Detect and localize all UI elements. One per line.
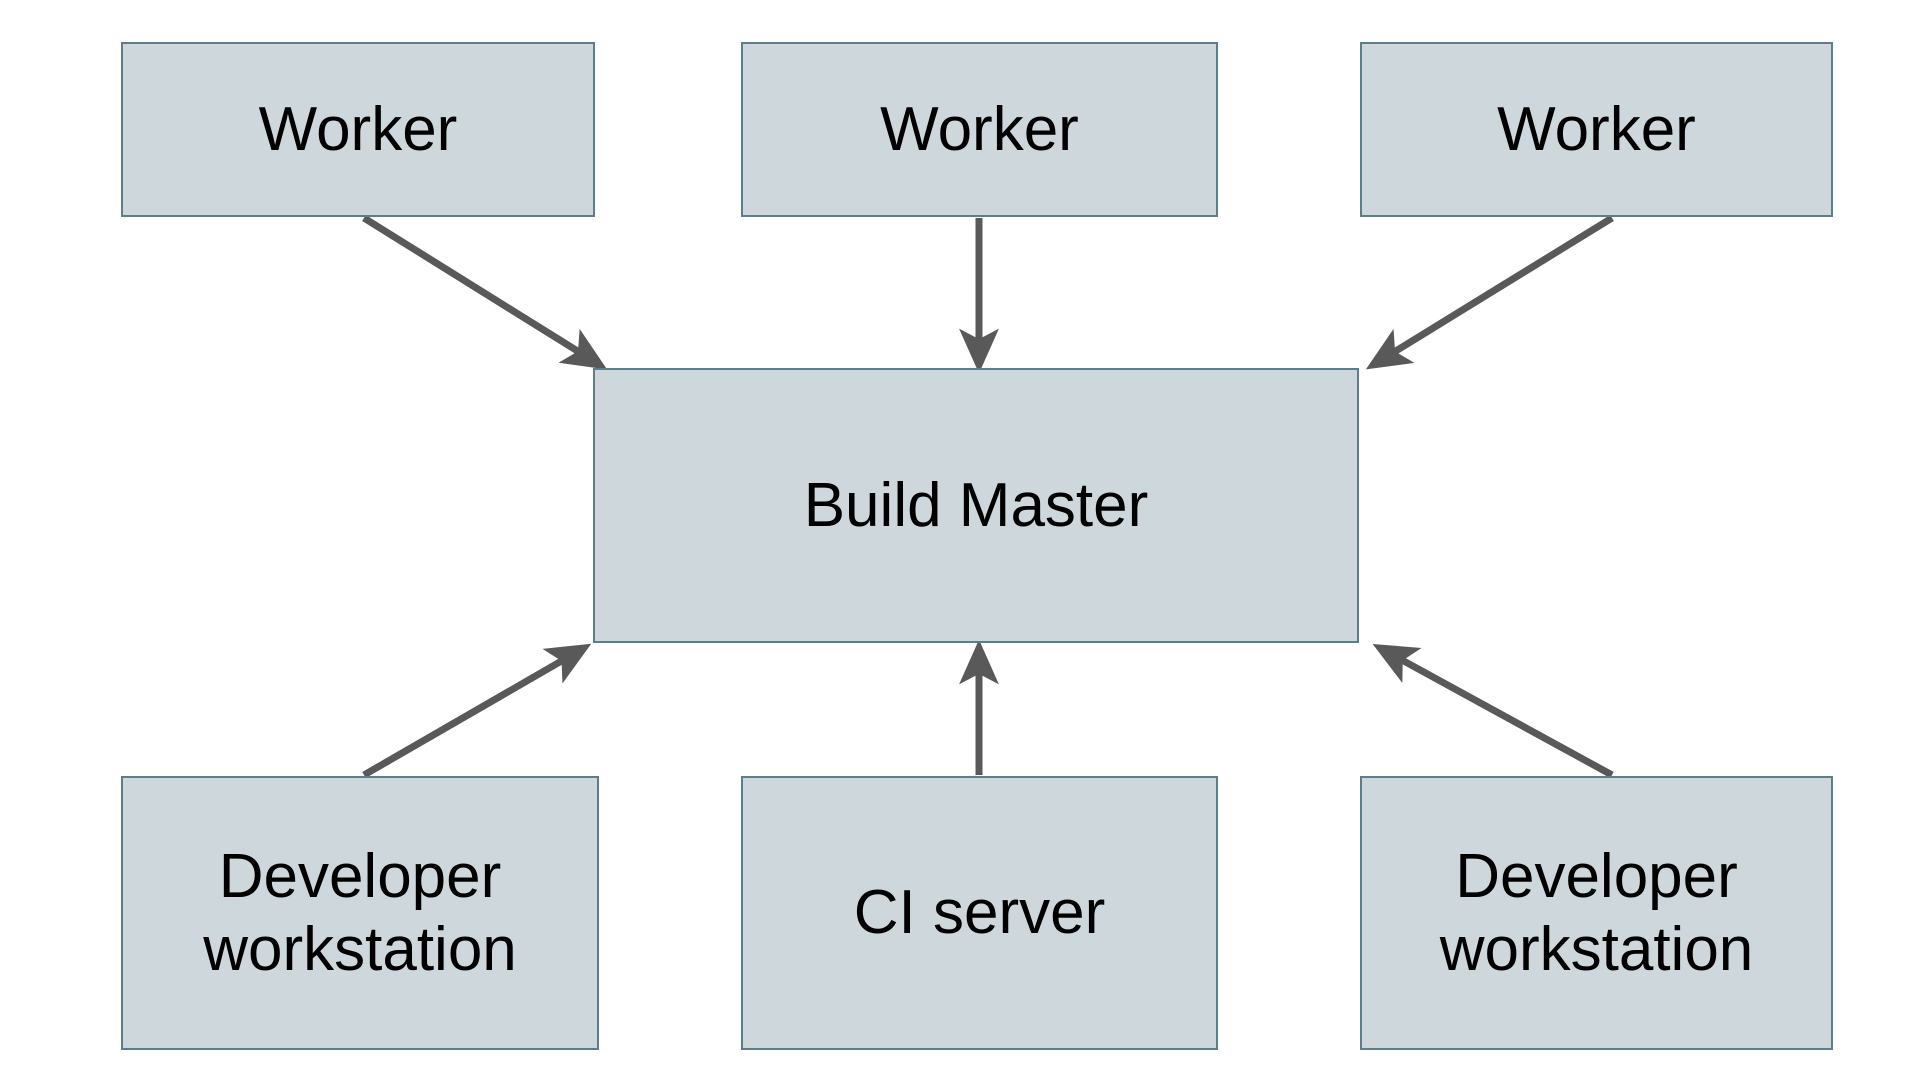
node-build-master[interactable]: Build Master xyxy=(593,368,1359,643)
node-worker-top-left[interactable]: Worker xyxy=(121,42,595,217)
edge-developer-workstation-left-to-build-master xyxy=(362,643,592,779)
node-label: CI server xyxy=(853,878,1106,948)
node-ci-server[interactable]: CI server xyxy=(741,776,1218,1050)
node-label: Developer workstation xyxy=(203,841,517,984)
edge-worker-top-left-to-build-master xyxy=(362,215,608,370)
edge-worker-top-right-to-build-master xyxy=(1365,215,1614,370)
node-label: Worker xyxy=(880,94,1079,164)
node-developer-workstation-left[interactable]: Developer workstation xyxy=(121,776,599,1050)
node-worker-top-right[interactable]: Worker xyxy=(1360,42,1833,217)
edge-developer-workstation-right-to-build-master xyxy=(1372,643,1614,779)
node-worker-top-center[interactable]: Worker xyxy=(741,42,1218,217)
node-label: Developer workstation xyxy=(1439,841,1754,984)
node-label: Build Master xyxy=(803,470,1149,540)
node-label: Worker xyxy=(1497,94,1696,164)
node-label: Worker xyxy=(258,94,458,164)
node-developer-workstation-right[interactable]: Developer workstation xyxy=(1360,776,1833,1050)
